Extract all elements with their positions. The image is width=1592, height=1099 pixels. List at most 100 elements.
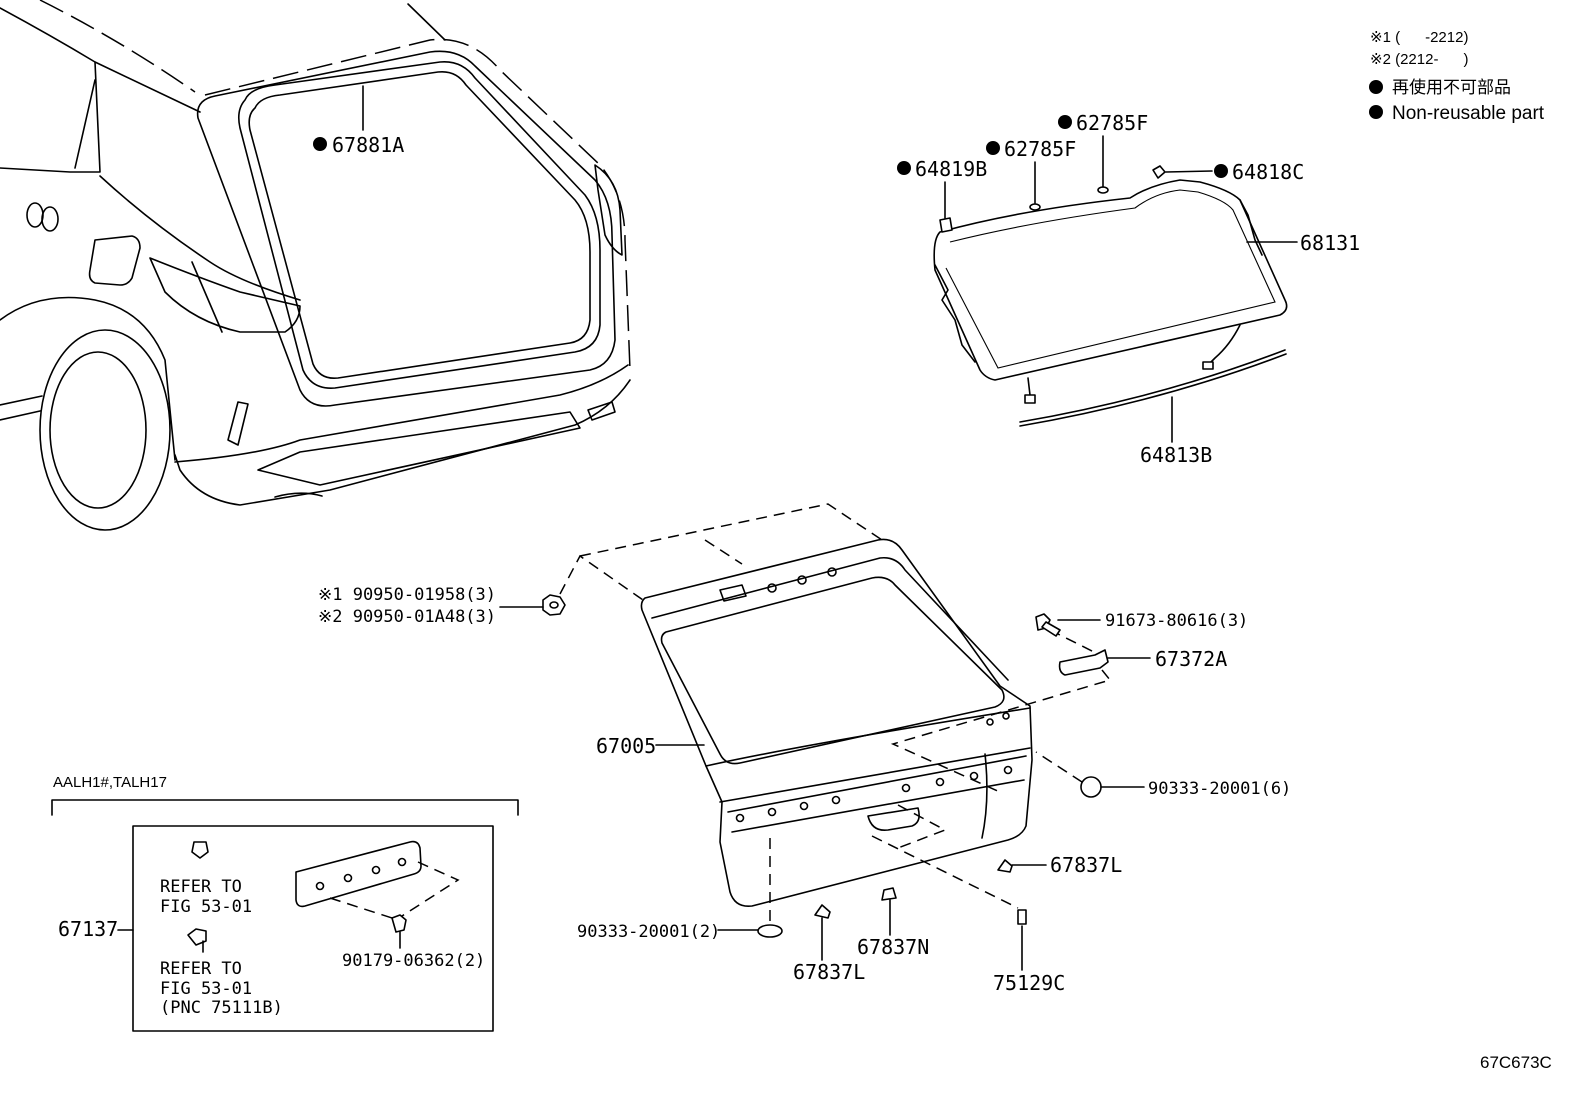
defogger-connector-left: [1024, 394, 1036, 404]
back-window-glass: [933, 179, 1288, 404]
glass-right-detail: [1239, 199, 1263, 256]
callout-back-glass[interactable]: 68131: [1300, 231, 1360, 255]
callout-glass-molding[interactable]: 64813B: [1140, 443, 1212, 467]
ref-b-line1: REFER TO: [160, 959, 242, 979]
grommet-hole: [549, 601, 559, 609]
panel-hole: [1003, 765, 1013, 775]
license-garnish-recess: [867, 807, 920, 832]
callout-cushion-right[interactable]: 67837L: [1050, 853, 1122, 877]
non-reusable-marker-icon: [986, 141, 1000, 155]
back-door-panel: [640, 538, 1033, 908]
reflector-right: [587, 401, 616, 421]
callout-weatherstrip[interactable]: 67881A: [332, 133, 404, 157]
legend-non-reusable-en: Non-reusable part: [1392, 103, 1545, 124]
inset-box: [132, 825, 494, 1032]
inset-applicability: AALH1#,TALH17: [53, 774, 167, 791]
rocker-line: [0, 395, 43, 421]
hole-plug-6-part: [1080, 776, 1102, 798]
callout-glass-clip-left[interactable]: 64819B: [915, 157, 987, 181]
weatherstrip-inner: [248, 70, 591, 380]
callout-glass-clip-right[interactable]: 64818C: [1232, 160, 1304, 184]
tail-lamp-left: [149, 257, 301, 333]
legend: ※1 ( -2212) ※2 (2212- ) 再使用不可部品 Non-reus…: [1369, 29, 1545, 124]
illustration-code: 67C673C: [1480, 1053, 1552, 1072]
tail-lamp-right: [594, 164, 623, 256]
lower-inner-panel-line: [727, 755, 1027, 833]
bracket-hole: [397, 857, 407, 867]
header-hole: [986, 718, 994, 726]
defogger-wire-left: [1027, 377, 1031, 396]
stop-lamp-mount: [719, 584, 747, 602]
glass-molding-strip: [1019, 349, 1287, 427]
hatch-outer-line: [204, 38, 631, 371]
emblem-left: [26, 202, 44, 228]
callout-cushion-bottom[interactable]: 67837L: [793, 960, 865, 984]
callout-clip-upper[interactable]: 62785F: [1076, 111, 1148, 135]
rear-tire: [39, 329, 171, 531]
non-reusable-marker-icon: [313, 137, 327, 151]
inset-variant: AALH1#,TALH17 67137 REFER TO FIG 53-01 R…: [51, 774, 519, 1032]
wheel-arch: [0, 296, 176, 461]
hole-plug-2-part: [757, 924, 783, 938]
callout-hole-plug-2[interactable]: 90333-20001(2): [577, 922, 720, 942]
non-reusable-marker-icon: [1214, 164, 1228, 178]
glass-side-bracket: [934, 264, 976, 363]
assembly-line-grommet: [559, 554, 644, 601]
license-plate-bracket: [295, 840, 422, 908]
panel-hole: [901, 783, 911, 793]
panel-hole: [935, 777, 945, 787]
cushion-right-part: [997, 859, 1013, 873]
part-75129c-shape: [1017, 909, 1027, 925]
ref-a-line2[interactable]: FIG 53-01: [160, 897, 252, 917]
header-hole: [797, 575, 807, 585]
callout-door-stay[interactable]: 67372A: [1155, 647, 1227, 671]
hatch-opening: [196, 50, 616, 407]
callout-back-door-panel[interactable]: 67005: [596, 734, 656, 758]
glass-print-border: [945, 189, 1276, 369]
callout-cushion-center[interactable]: 67837N: [857, 935, 929, 959]
ref-a-line1: REFER TO: [160, 877, 242, 897]
assembly-line-bracket: [329, 861, 460, 919]
callout-clip-lower[interactable]: 62785F: [1004, 137, 1076, 161]
non-reusable-marker-icon: [1369, 80, 1383, 94]
ref-b-line2[interactable]: FIG 53-01: [160, 979, 252, 999]
bracket-screw-part: [391, 914, 407, 933]
cushion-center-part: [881, 887, 897, 901]
door-frame-inner-line: [651, 556, 1009, 681]
non-reusable-marker-icon: [1058, 115, 1072, 129]
inner-panel-holes: [735, 765, 1013, 823]
lamp-clip-b-part: [187, 928, 207, 946]
callout-inset-part[interactable]: 67137: [58, 917, 118, 941]
legend-variant-2: ※2 (2212- ): [1370, 51, 1468, 68]
panel-hole: [767, 807, 777, 817]
assembly-line-plug-6: [1035, 751, 1083, 783]
header-hole: [767, 583, 777, 593]
bumper-lower-line: [174, 379, 631, 506]
non-reusable-marker-icon: [897, 161, 911, 175]
emblem-right: [41, 206, 59, 232]
door-glass-opening: [660, 576, 1005, 765]
defogger-connector-right: [1202, 361, 1214, 370]
panel-hole: [831, 795, 841, 805]
roof-rail-line: [39, 0, 196, 93]
callout-grommet-variant-1[interactable]: ※1 90950-01958(3): [318, 585, 496, 605]
weatherstrip-outer: [238, 61, 601, 389]
callout-part-75129c[interactable]: 75129C: [993, 971, 1065, 995]
bracket-hole: [315, 881, 325, 891]
callout-hole-plug-6[interactable]: 90333-20001(6): [1148, 779, 1291, 799]
lamp-clip-a-part: [191, 841, 209, 859]
spoiler-line: [705, 707, 1031, 767]
panel-hole: [735, 813, 745, 823]
roof-top-line: [407, 3, 446, 41]
legend-non-reusable-ja: 再使用不可部品: [1392, 77, 1511, 98]
bumper-lower-detail: [274, 492, 323, 498]
cushion-bottom-part: [814, 904, 831, 919]
quarter-window-line: [0, 61, 101, 173]
legend-variant-1: ※1 ( -2212): [1370, 29, 1468, 46]
clip-lower-part: [1029, 203, 1041, 211]
assembly-line-header: [579, 503, 883, 565]
callout-bolt[interactable]: 91673-80616(3): [1105, 611, 1248, 631]
callout-grommet-variant-2[interactable]: ※2 90950-01A48(3): [318, 607, 496, 627]
callout-bracket-screw[interactable]: 90179-06362(2): [342, 951, 485, 971]
